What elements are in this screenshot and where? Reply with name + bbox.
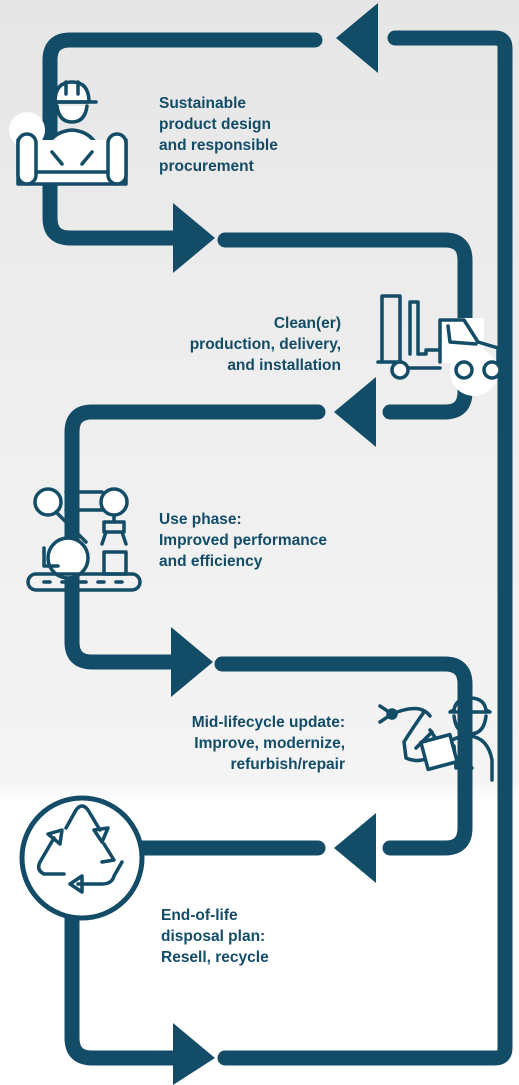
step-label-5: End-of-life disposal plan: Resell, recyc… — [161, 907, 269, 966]
step-label-3: Use phase: Improved performance and effi… — [159, 511, 327, 570]
arrow-left-4 — [334, 813, 376, 883]
return-path — [387, 30, 513, 1066]
arrow-right-5 — [173, 1023, 215, 1085]
arrow-left-2 — [334, 377, 376, 447]
engineer-blueprint-icon — [9, 80, 128, 186]
truck-forklift-icon — [376, 294, 502, 396]
recycle-icon — [19, 795, 145, 921]
arrow-left-top — [336, 3, 378, 73]
arrow-right-1 — [173, 203, 215, 273]
robot-arm-conveyor-icon — [26, 487, 142, 592]
technician-robot-repair-icon — [378, 696, 494, 782]
step-label-2: Clean(er) production, delivery, and inst… — [189, 315, 341, 374]
step-label-4: Mid-lifecycle update: Improve, modernize… — [191, 714, 345, 773]
path-segment-4 — [214, 656, 473, 856]
step-label-1: Sustainable product design and responsib… — [159, 95, 278, 175]
arrow-right-3 — [171, 627, 213, 697]
